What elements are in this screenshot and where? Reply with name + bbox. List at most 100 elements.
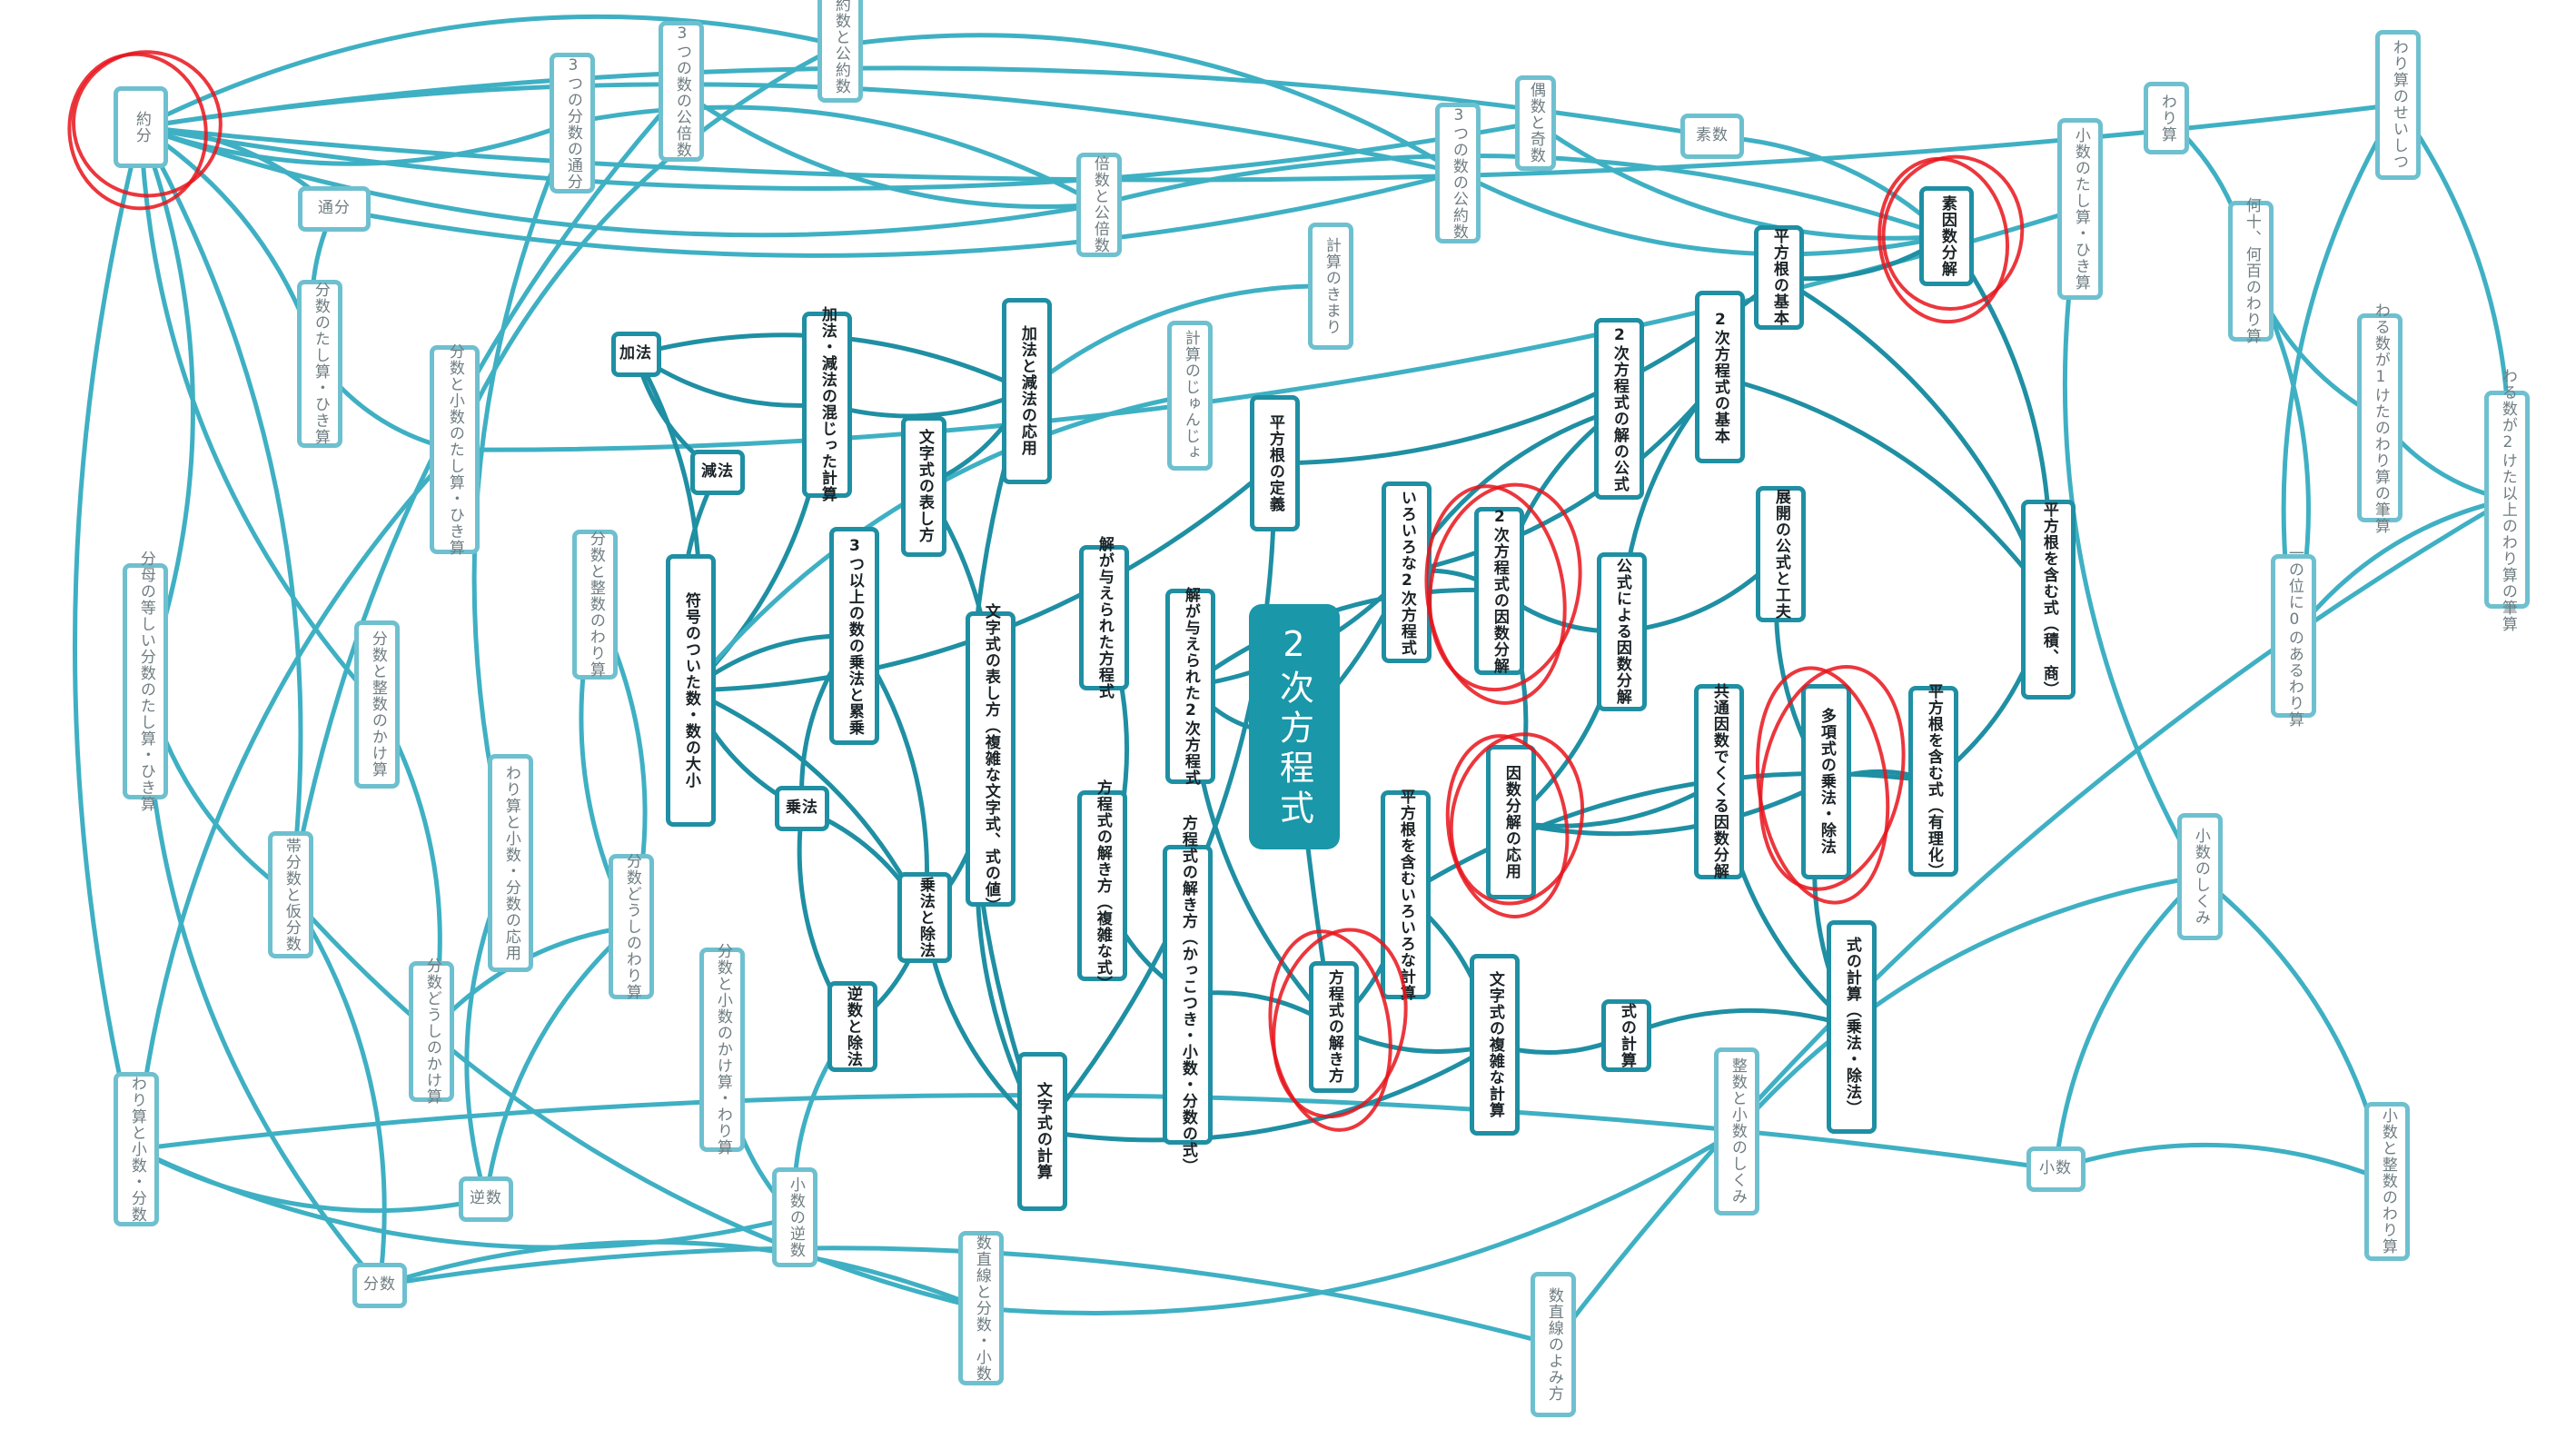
- edge-mittsu-tsubun-to-baisu-koubaisu: [570, 104, 1102, 207]
- edge-bunsu-doushi-wari-to-gyakusu: [483, 924, 634, 1202]
- node-koushiki-inbun[interactable]: 公式による因数分解: [1596, 551, 1647, 711]
- node-suchokusen-yomikata[interactable]: 数直線のよみ方: [1531, 1272, 1576, 1417]
- edge-yakusu-kouyakusu-to-mittsu-kouyakusu: [837, 33, 1461, 175]
- node-mojishiki-fukuzatsu[interactable]: 文字式の表し方（複雑な文字式、式の値）: [965, 603, 1016, 914]
- edge-yakubun-to-gusu-kisu: [138, 120, 1538, 191]
- node-seisu-shosu-shikumi[interactable]: 整数と小数のしくみ: [1714, 1047, 1759, 1216]
- node-bunsu-seisu-kake[interactable]: 分数と整数のかけ算: [354, 620, 400, 789]
- edge-suchokusen-yomikata-to-warukazu2: [1551, 497, 2510, 1347]
- node-keisan-kimari[interactable]: 計算のきまり: [1308, 223, 1353, 350]
- node-tsubun[interactable]: 通分: [298, 186, 371, 232]
- node-shiki-keisan-jouhou[interactable]: 式の計算（乗法・除法）: [1826, 919, 1877, 1134]
- edge-yakubun-to-warizan-seishitsu: [138, 102, 2401, 183]
- node-kai-houteishiki[interactable]: 解が与えられた方程式: [1078, 536, 1129, 700]
- edge-shiki-keisan-to-shiki-keisan-jouhou: [1623, 1007, 1854, 1038]
- node-kahou[interactable]: 加法: [610, 332, 661, 377]
- node-bunsu-tashihiki[interactable]: 分数のたし算・ひき算: [297, 279, 342, 448]
- center-node-quadratic-equation[interactable]: 2次方程式: [1249, 604, 1340, 849]
- node-gusu-kisu[interactable]: 偶数と奇数: [1514, 74, 1556, 171]
- edge-tsubun-to-mittsu-kouyakusu: [332, 170, 1461, 258]
- node-nijihouteishiki-kai-koushiki[interactable]: 2次方程式の解の公式: [1593, 318, 1644, 500]
- node-warukazu2[interactable]: わる数が2けた以上のわり算の筆算: [2484, 368, 2530, 632]
- edge-shosu-tashihiki-to-shosu-shikumi: [2062, 206, 2203, 879]
- node-fugou-daishou[interactable]: 符号のついた数・数の大小: [665, 554, 716, 827]
- edge-mittsu-koubaisu-to-baisu-koubaisu: [679, 88, 1102, 209]
- edge-kagen-ouyou-to-keisan-kimari: [1024, 283, 1333, 393]
- node-nijihouteishiki-kihon[interactable]: 2次方程式の基本: [1694, 291, 1745, 463]
- node-genpou[interactable]: 減法: [690, 450, 745, 495]
- node-yakubun[interactable]: 約分: [114, 86, 168, 168]
- node-shiki-keisan[interactable]: 式の計算: [1600, 999, 1651, 1072]
- node-shosu[interactable]: 小数: [2026, 1146, 2086, 1192]
- node-suchokusen-bunsu-shosu[interactable]: 数直線と分数・小数: [958, 1231, 1004, 1385]
- node-gyakusu[interactable]: 逆数: [459, 1176, 513, 1222]
- node-heihoukon-teigi[interactable]: 平方根の定義: [1249, 395, 1300, 531]
- node-mojishiki-fukuzatsu-keisan[interactable]: 文字式の複雑な計算: [1469, 954, 1520, 1136]
- edge-taibunsu-to-mittsu-koubaisu: [288, 88, 684, 898]
- node-bunbo-hitoshii[interactable]: 分母の等しい分数のたし算・ひき算: [123, 551, 168, 812]
- node-mittsu-kouyakusu[interactable]: 3つの数の公約数: [1435, 102, 1481, 243]
- node-heihoukon-fukumu-seki[interactable]: 平方根を含む式（積、商）: [2021, 500, 2076, 700]
- node-ichinokurai0[interactable]: 一の位に0のあるわり算: [2271, 545, 2316, 728]
- node-heihoukon-iroiro-keisan[interactable]: 平方根を含むいろいろな計算: [1380, 789, 1431, 1001]
- edge-shosu-shikumi-to-shosu: [2053, 874, 2203, 1172]
- node-warizan-seishitsu[interactable]: わり算のせいしつ: [2375, 29, 2421, 180]
- node-shosu-gyakusu[interactable]: 小数の逆数: [772, 1167, 817, 1267]
- edge-suchokusen-bunsu-shosu-to-taibunsu: [288, 892, 984, 1311]
- edge-yakubun-to-bunsu-seisu-kake: [138, 124, 380, 707]
- edge-suchokusen-bunsu-shosu-to-bunsu: [377, 1239, 984, 1311]
- node-bunsu[interactable]: 分数: [352, 1263, 407, 1308]
- node-bunsu-doushi-kake[interactable]: 分数どうしのかけ算: [409, 958, 454, 1105]
- edge-shosu-to-shosu-seisu-wari: [2053, 1142, 2390, 1184]
- node-taibunsu[interactable]: 帯分数と仮分数: [268, 831, 313, 958]
- node-warukazu1[interactable]: わる数が1けたのわり算の筆算: [2357, 303, 2403, 534]
- node-nanju-nanbyaku[interactable]: 何十、何百のわり算: [2228, 197, 2274, 344]
- edge-heihoukon-teigi-to-mojishiki-keisan: [1039, 461, 1277, 1134]
- node-kyoutsuu-inbun[interactable]: 共通因数でくくる因数分解: [1693, 683, 1744, 879]
- edge-nijihouteishiki-kihon-to-heihoukon-fukumu-seki: [1717, 374, 2051, 602]
- node-takoushiki[interactable]: 多項式の乗法・除法: [1800, 683, 1851, 879]
- node-iroiro-2ji[interactable]: いろいろな2次方程式: [1381, 481, 1432, 663]
- node-baisu-koubaisu[interactable]: 倍数と公倍数: [1076, 152, 1122, 257]
- node-mittsu-koubaisu[interactable]: 3つの数の公倍数: [659, 20, 704, 162]
- node-shosu-shikumi[interactable]: 小数のしくみ: [2177, 813, 2223, 940]
- node-mittsu-ijou-jouhou[interactable]: 3つ以上の数の乗法と累乗: [828, 527, 879, 745]
- edge-shosu-to-warizan-shosu-bunsu: [134, 1093, 2058, 1172]
- node-jouhou-johou[interactable]: 乗法と除法: [897, 872, 952, 963]
- node-bunsu-shosu-tashihiki[interactable]: 分数と小数のたし算・ひき算: [429, 343, 480, 556]
- node-inbun-ouyou[interactable]: 因数分解の応用: [1485, 745, 1536, 899]
- edge-warizan-shosu-bunsu-to-bunsu-shosu-tashihiki: [134, 447, 457, 1152]
- edge-yakubun-to-warizan-shosu-bunsu: [73, 124, 144, 1152]
- node-warizan[interactable]: わり算: [2144, 82, 2189, 154]
- node-keisan-junjo[interactable]: 計算のじゅんじょ: [1167, 320, 1213, 471]
- node-houteishiki-tokikata[interactable]: 方程式の解き方: [1308, 960, 1359, 1093]
- node-nijihouteishiki-inbun[interactable]: 2次方程式の因数分解: [1473, 506, 1524, 675]
- node-bunsu-doushi-wari[interactable]: 分数どうしのわり算: [609, 853, 654, 1000]
- node-warizan-shosu-bunsu-ouyou[interactable]: わり算と小数・分数の応用: [488, 754, 533, 972]
- node-bunsu-shosu-kakewari[interactable]: 分数と小数のかけ算・わり算: [699, 943, 745, 1156]
- node-shosu-tashihiki[interactable]: 小数のたし算・ひき算: [2057, 118, 2103, 300]
- node-heihoukon-kihon[interactable]: 平方根の基本: [1753, 224, 1804, 330]
- node-jouhou[interactable]: 乗法: [775, 786, 829, 831]
- edge-kai-2ji-to-nijihouteishiki-inbun: [1187, 587, 1501, 689]
- node-kagen-ouyou[interactable]: 加法と減法の応用: [1001, 297, 1052, 484]
- node-yakusu-kouyakusu[interactable]: 約数と公約数: [817, 0, 863, 103]
- node-mittsu-tsubun[interactable]: 3つの分数の通分: [550, 52, 595, 194]
- node-heihoukon-yuurika[interactable]: 平方根を含む式（有理化）: [1907, 683, 1958, 879]
- node-tenkai-koushiki[interactable]: 展開の公式と工夫: [1755, 486, 1806, 622]
- node-kai-2ji[interactable]: 解が与えられた2次方程式: [1164, 587, 1215, 786]
- node-gyakusu-johou[interactable]: 逆数と除法: [827, 981, 877, 1072]
- node-mojishiki-arawashikata[interactable]: 文字式の表し方: [901, 415, 946, 557]
- edge-kahou-to-kagen-majitta: [633, 352, 829, 408]
- node-bunsu-seisu-wari[interactable]: 分数と整数のわり算: [572, 529, 618, 680]
- edge-shosu-shikumi-to-seisu-shosu-shikumi: [1734, 874, 2203, 1134]
- node-kagen-majitta[interactable]: 加法・減法の混じった計算: [801, 306, 852, 502]
- node-sosu[interactable]: 素数: [1680, 114, 1744, 159]
- node-soinsu-bunkai[interactable]: 素因数分解: [1919, 186, 1974, 286]
- node-mojishiki-keisan[interactable]: 文字式の計算: [1016, 1051, 1067, 1211]
- node-warizan-shosu-bunsu[interactable]: わり算と小数・分数: [114, 1072, 159, 1226]
- node-shosu-seisu-wari[interactable]: 小数と整数のわり算: [2364, 1101, 2410, 1261]
- node-houteishiki-fukuzatsu[interactable]: 方程式の解き方（複雑な式）: [1076, 779, 1127, 992]
- node-houteishiki-kakko[interactable]: 方程式の解き方（かっこつき・小数・分数の式）: [1162, 815, 1213, 1175]
- edge-bunsu-to-taibunsu: [288, 892, 387, 1288]
